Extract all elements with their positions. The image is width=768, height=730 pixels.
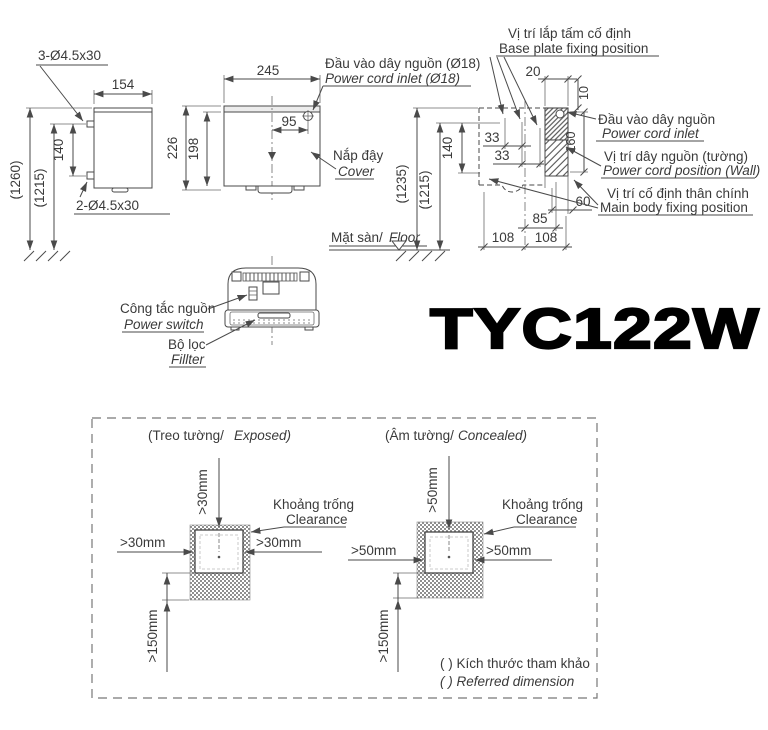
clearance-exposed: (Treo tường/ Exposed) >30mm >30mm >30mm … <box>117 428 354 672</box>
wall-body-label-en: Main body fixing position <box>600 200 748 215</box>
front-inlet-leader <box>312 85 324 111</box>
side-bolt-bottom-label: 2-Ø4.5x30 <box>76 198 139 213</box>
front-view: 245 226 198 95 Nắp đậy Cover Đầu vào dây… <box>165 56 480 262</box>
concealed-left-dim: >50mm <box>351 543 396 558</box>
front-inlet-offset-dim: 95 <box>281 114 296 129</box>
exposed-clearance-label-en: Clearance <box>286 512 348 527</box>
wall-hatch <box>544 139 569 177</box>
wall-d85-dim: 85 <box>532 211 547 226</box>
bottom-switch-label-en: Power switch <box>124 317 204 332</box>
wall-inlet-hole <box>555 109 565 119</box>
wall-inlet-label-vi: Đầu vào dây nguồn <box>598 112 715 127</box>
concealed-clearance-label-en: Clearance <box>516 512 578 527</box>
wall-d33b-dim: 33 <box>494 148 509 163</box>
note-en: ( ) Referred dimension <box>440 674 574 689</box>
wall-cord-label-en: Power cord position (Wall) <box>603 163 760 178</box>
front-inlet-label-en: Power cord inlet (Ø18) <box>325 71 460 86</box>
front-sensor-protrusion <box>257 185 293 194</box>
exposed-title-en: Exposed) <box>234 428 291 443</box>
note-vi: ( ) Kích thước tham khảo <box>440 656 590 671</box>
exposed-top-dim: >30mm <box>195 469 210 514</box>
exposed-clearance-leader <box>250 526 285 534</box>
wall-d108l-dim: 108 <box>492 230 515 245</box>
floor-ground-hatch <box>395 250 446 262</box>
side-height-install-dim: (1215) <box>32 168 47 207</box>
front-width-dim: 245 <box>257 63 280 78</box>
concealed-clearance-leader <box>483 526 515 536</box>
side-bolt-spacing-dim: 140 <box>51 139 66 162</box>
side-width-dim: 154 <box>112 77 135 92</box>
exposed-title-vi: (Treo tường/ <box>148 428 224 443</box>
wall-d20-dim: 20 <box>525 64 540 79</box>
model-number: TYC122W <box>430 297 760 361</box>
wall-h1235-dim: (1235) <box>394 164 409 203</box>
wall-d140-dim: 140 <box>440 137 455 160</box>
front-cover-label-en: Cover <box>338 164 375 179</box>
side-ground-hatch <box>23 250 71 262</box>
front-cover-leader <box>310 151 337 170</box>
bottom-filter-leader <box>205 319 256 346</box>
bottom-power-switch <box>248 286 258 301</box>
wall-d10-dim: 10 <box>577 86 591 100</box>
side-bracket-top <box>86 120 95 128</box>
exposed-left-dim: >30mm <box>120 535 165 550</box>
clearance-concealed: (Âm tường/ Concealed) >50mm >50mm >50mm … <box>348 428 583 672</box>
wall-d33a-dim: 33 <box>484 130 499 145</box>
floor-label-vi: Mặt sàn/ <box>331 230 383 245</box>
wall-inlet-label-en: Power cord inlet <box>602 126 700 141</box>
front-inlet-label-vi: Đầu vào dây nguồn (Ø18) <box>325 56 480 71</box>
wall-h1215-dim: (1215) <box>417 170 432 209</box>
bottom-vent-strip <box>242 272 298 282</box>
wall-section-view: (1235) (1215) 140 20 10 Vị trí lắp tấ <box>394 26 760 251</box>
front-cover-height-dim: 198 <box>186 138 201 161</box>
front-cover-label-vi: Nắp đậy <box>333 148 384 163</box>
exposed-bottom-dim: >150mm <box>145 610 160 663</box>
side-bolt-top-label: 3-Ø4.5x30 <box>38 48 101 63</box>
concealed-clearance-label-vi: Khoảng trống <box>502 497 583 512</box>
wall-body-label-vi: Vị trí cố định thân chính <box>607 186 749 201</box>
concealed-title-en: Concealed) <box>458 428 527 443</box>
wall-plate-label-vi: Vị trí lắp tấm cố định <box>508 26 631 41</box>
bottom-view: Công tắc nguồn Power switch Bộ lọc Fillt… <box>120 256 320 368</box>
wall-d60-dim: 60 <box>575 194 590 209</box>
bottom-switch-label-vi: Công tắc nguồn <box>120 301 215 316</box>
front-centerline-arrow <box>268 152 276 160</box>
side-bolt-bottom-leader <box>79 181 88 198</box>
exposed-right-dim: >30mm <box>256 535 301 550</box>
concealed-top-dim: >50mm <box>425 467 440 512</box>
bottom-filter-label-vi: Bộ lọc <box>168 337 206 352</box>
bottom-filter-label-en: Fillter <box>171 352 205 367</box>
floor-datum-symbol <box>390 240 408 251</box>
exposed-clearance-label-vi: Khoảng trống <box>273 497 354 512</box>
front-height-dim: 226 <box>165 137 180 160</box>
clearance-border <box>91 417 598 699</box>
bottom-switch-leader <box>207 294 248 310</box>
wall-cord-label-vi: Vị trí dây nguồn (tường) <box>604 149 748 164</box>
bottom-filter-slot <box>257 312 291 319</box>
side-bolt-top-leader <box>39 65 84 122</box>
side-bracket-bottom <box>86 171 95 180</box>
side-body <box>93 107 153 189</box>
concealed-bottom-dim: >150mm <box>376 610 391 663</box>
side-view: 3-Ø4.5x30 154 2-Ø4.5x30 (1260) (1215) 14… <box>8 48 170 262</box>
concealed-right-dim: >50mm <box>486 543 531 558</box>
clearance-section: (Treo tường/ Exposed) >30mm >30mm >30mm … <box>91 417 598 699</box>
wall-unit-dashed-outline <box>478 107 545 193</box>
side-height-total-dim: (1260) <box>8 160 23 199</box>
wall-d108r-dim: 108 <box>535 230 558 245</box>
wall-plate-label-en: Base plate fixing position <box>499 41 648 56</box>
concealed-title-vi: (Âm tường/ <box>385 428 454 443</box>
